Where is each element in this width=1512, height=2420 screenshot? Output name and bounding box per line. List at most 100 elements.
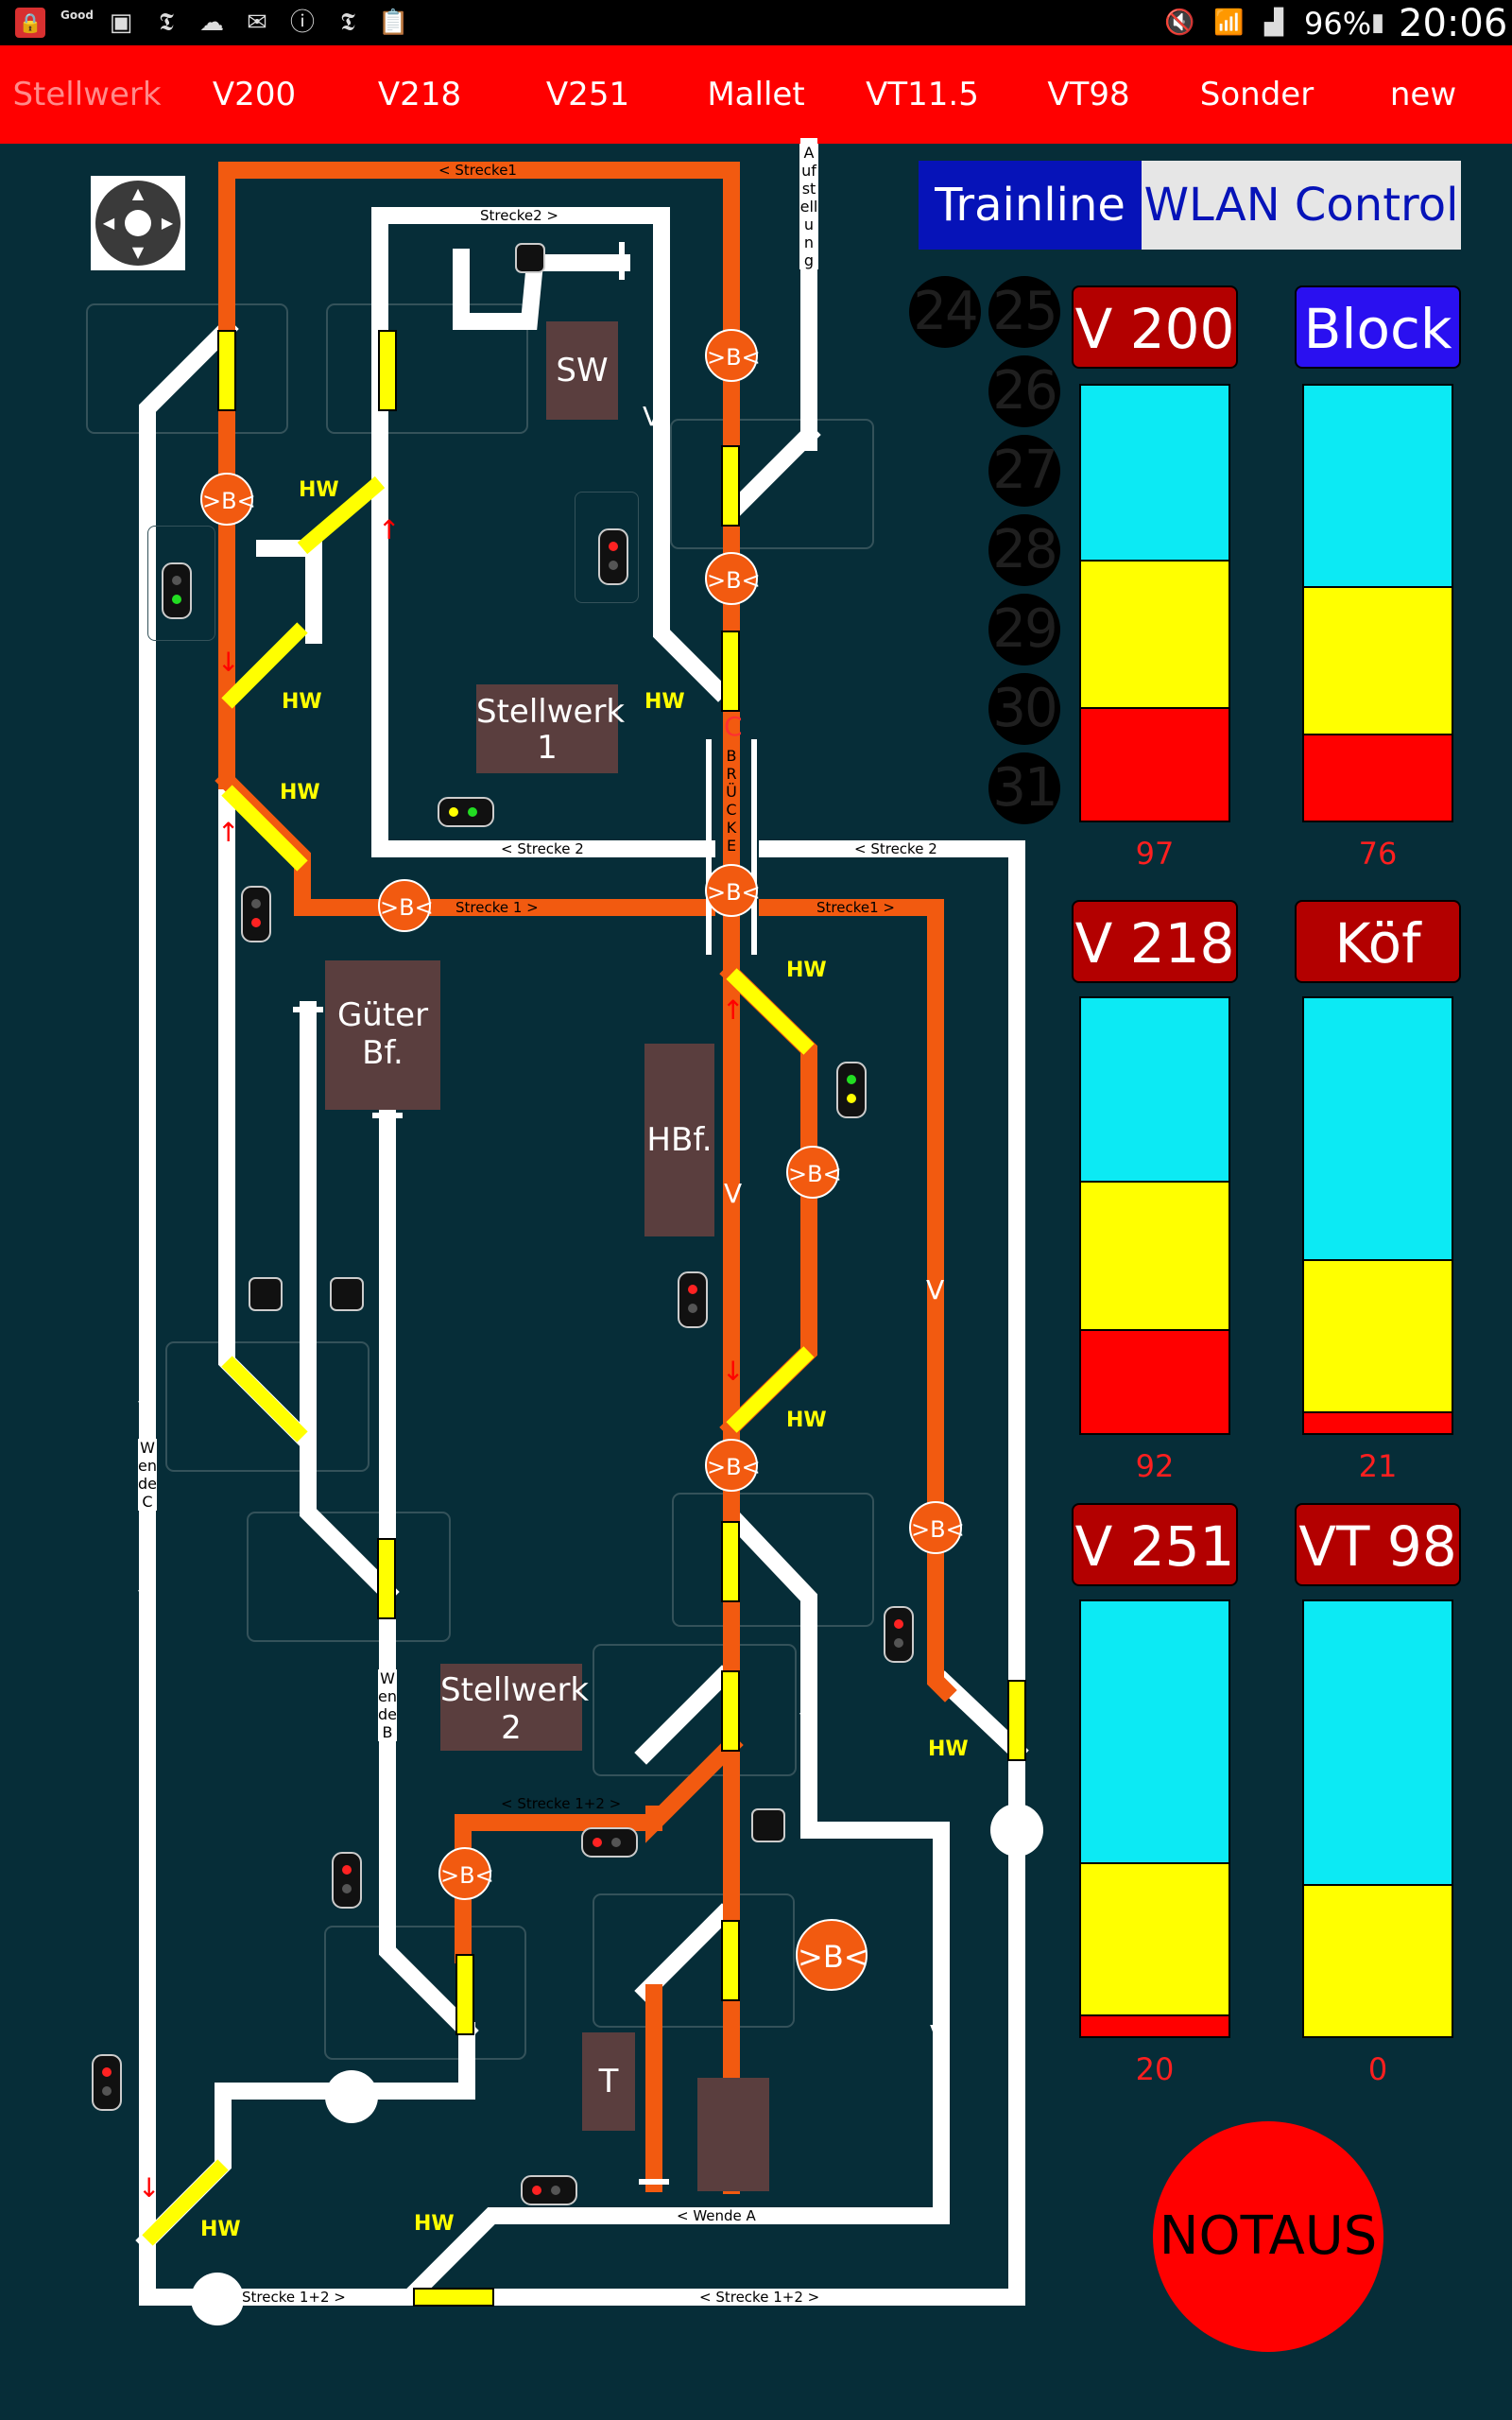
- status-bar: 🔒 Good ▣ 𝕿 ☁ ✉ ⓘ 𝕿 📋 🔇 📶 ▟ 96% ▮ 20:06: [0, 0, 1512, 45]
- speed-bar-segment: [1081, 386, 1228, 560]
- number-button[interactable]: 24: [909, 276, 981, 348]
- building-gueter-bf: Güter Bf.: [325, 960, 440, 1110]
- tab-v218[interactable]: V218: [377, 76, 462, 113]
- block-button[interactable]: >B<: [909, 1501, 965, 1554]
- tab-stellwerk[interactable]: Stellwerk: [12, 76, 162, 113]
- block-button[interactable]: >B<: [796, 1919, 869, 1991]
- hw-label: HW: [200, 2218, 241, 2241]
- block-button[interactable]: >B<: [705, 864, 761, 917]
- building-stellwerk2: Stellwerk 2: [440, 1664, 589, 1751]
- block-button[interactable]: >B<: [705, 552, 761, 605]
- dpad-icon[interactable]: ▲ ▼ ◀ ▶: [91, 176, 185, 270]
- speed-value-vt98: 0: [1367, 2051, 1388, 2087]
- number-button[interactable]: 31: [988, 752, 1060, 824]
- battery-percent: 96%: [1304, 6, 1372, 42]
- number-button[interactable]: 28: [988, 514, 1060, 586]
- tab-sonder[interactable]: Sonder: [1199, 76, 1314, 113]
- info-icon: ⓘ: [289, 9, 315, 37]
- track-label: < Strecke 1+2 >: [699, 2289, 820, 2306]
- tab-new[interactable]: new: [1389, 76, 1457, 113]
- number-button[interactable]: 29: [988, 594, 1060, 666]
- train-button-v251[interactable]: V 251: [1072, 1503, 1238, 1586]
- speed-bar-v251[interactable]: [1079, 1599, 1230, 2038]
- number-button[interactable]: 27: [988, 435, 1060, 507]
- block-button[interactable]: >B<: [705, 329, 761, 382]
- mute-icon: 🔇: [1164, 9, 1195, 37]
- hw-label: HW: [928, 1737, 969, 1761]
- block-button[interactable]: >B<: [438, 1847, 494, 1900]
- svg-text:↓: ↓: [722, 1356, 744, 1387]
- tab-vt115[interactable]: VT11.5: [866, 76, 979, 113]
- speed-bar-segment: [1304, 1411, 1452, 1433]
- clipboard-icon: 📋: [378, 9, 409, 37]
- speed-bar-block[interactable]: [1302, 384, 1453, 822]
- speed-bar-segment: [1304, 998, 1452, 1259]
- speed-value-v200: 97: [1135, 836, 1175, 872]
- i-marker: I: [221, 1097, 230, 1128]
- signal-icon: ▟: [1264, 9, 1283, 37]
- speed-value-block: 76: [1358, 836, 1398, 872]
- block-button[interactable]: >B<: [705, 1439, 761, 1492]
- train-button-koef[interactable]: Köf: [1295, 900, 1461, 983]
- speed-bar-segment: [1081, 998, 1228, 1182]
- track-label: < Strecke1: [438, 162, 517, 179]
- tab-v200[interactable]: V200: [212, 76, 297, 113]
- track-label: Strecke1 >: [816, 899, 895, 916]
- trainline-button[interactable]: Trainline: [919, 161, 1142, 250]
- tab-bar: Stellwerk V200 V218 V251 Mallet VT11.5 V…: [0, 45, 1512, 144]
- lock-icon: 🔒: [15, 8, 45, 38]
- track-label: < Strecke 1+2 >: [501, 1795, 622, 1812]
- tab-mallet[interactable]: Mallet: [707, 76, 805, 113]
- number-button[interactable]: 25: [988, 276, 1060, 348]
- v-marker: V: [724, 1178, 743, 1209]
- speed-bar-segment: [1304, 386, 1452, 586]
- track-label: < Wende A: [677, 2207, 756, 2224]
- number-button[interactable]: 26: [988, 355, 1060, 427]
- speed-bar-segment: [1081, 1601, 1228, 1862]
- speed-bar-segment: [1081, 560, 1228, 708]
- v-marker: V: [138, 1395, 157, 1426]
- building-hbf: HBf.: [644, 1044, 714, 1236]
- speed-bar-segment: [1304, 1259, 1452, 1411]
- image-icon: ▣: [109, 9, 133, 37]
- train-button-v200[interactable]: V 200: [1072, 285, 1238, 369]
- v-marker: V: [930, 2019, 949, 2050]
- block-button[interactable]: >B<: [200, 473, 256, 526]
- speed-bar-segment: [1081, 1328, 1228, 1433]
- speed-bar-v200[interactable]: [1079, 384, 1230, 822]
- train-button-vt98[interactable]: VT 98: [1295, 1503, 1461, 1586]
- svg-text:↑: ↑: [722, 994, 744, 1026]
- block-button[interactable]: >B<: [378, 879, 434, 932]
- wlan-control-button[interactable]: WLAN Control: [1142, 161, 1461, 250]
- c-marker: C: [724, 711, 743, 742]
- speed-bar-segment: [1304, 1884, 1452, 2036]
- building-stellwerk1: Stellwerk 1: [476, 684, 625, 773]
- tab-v251[interactable]: V251: [545, 76, 630, 113]
- speed-bar-koef[interactable]: [1302, 996, 1453, 1435]
- speed-bar-segment: [1304, 585, 1452, 734]
- track-label-bruecke: BRÜCKE: [726, 747, 737, 855]
- hw-label: HW: [786, 1409, 827, 1432]
- tile: [575, 492, 639, 603]
- wifi-icon: 📶: [1213, 9, 1245, 37]
- hw-label: HW: [282, 690, 322, 714]
- svg-text:↑: ↑: [378, 514, 400, 545]
- v-marker: V: [643, 401, 662, 432]
- hw-label: HW: [280, 781, 320, 804]
- clock: 20:06: [1399, 2, 1508, 45]
- nyt-icon: 𝕿: [159, 9, 174, 37]
- number-button[interactable]: 30: [988, 673, 1060, 745]
- svg-text:↑: ↑: [217, 817, 239, 848]
- train-button-block[interactable]: Block: [1295, 285, 1461, 369]
- emergency-stop-button[interactable]: NOTAUS: [1153, 2121, 1383, 2352]
- speed-bar-v218[interactable]: [1079, 996, 1230, 1435]
- train-button-v218[interactable]: V 218: [1072, 900, 1238, 983]
- block-button[interactable]: >B<: [786, 1146, 842, 1199]
- track-label: Strecke 1 >: [455, 899, 539, 916]
- hw-label: HW: [299, 478, 339, 502]
- speed-bar-vt98[interactable]: [1302, 1599, 1453, 2038]
- tab-vt98[interactable]: VT98: [1047, 76, 1130, 113]
- v-marker: V: [799, 1707, 818, 1738]
- tile: [147, 526, 215, 641]
